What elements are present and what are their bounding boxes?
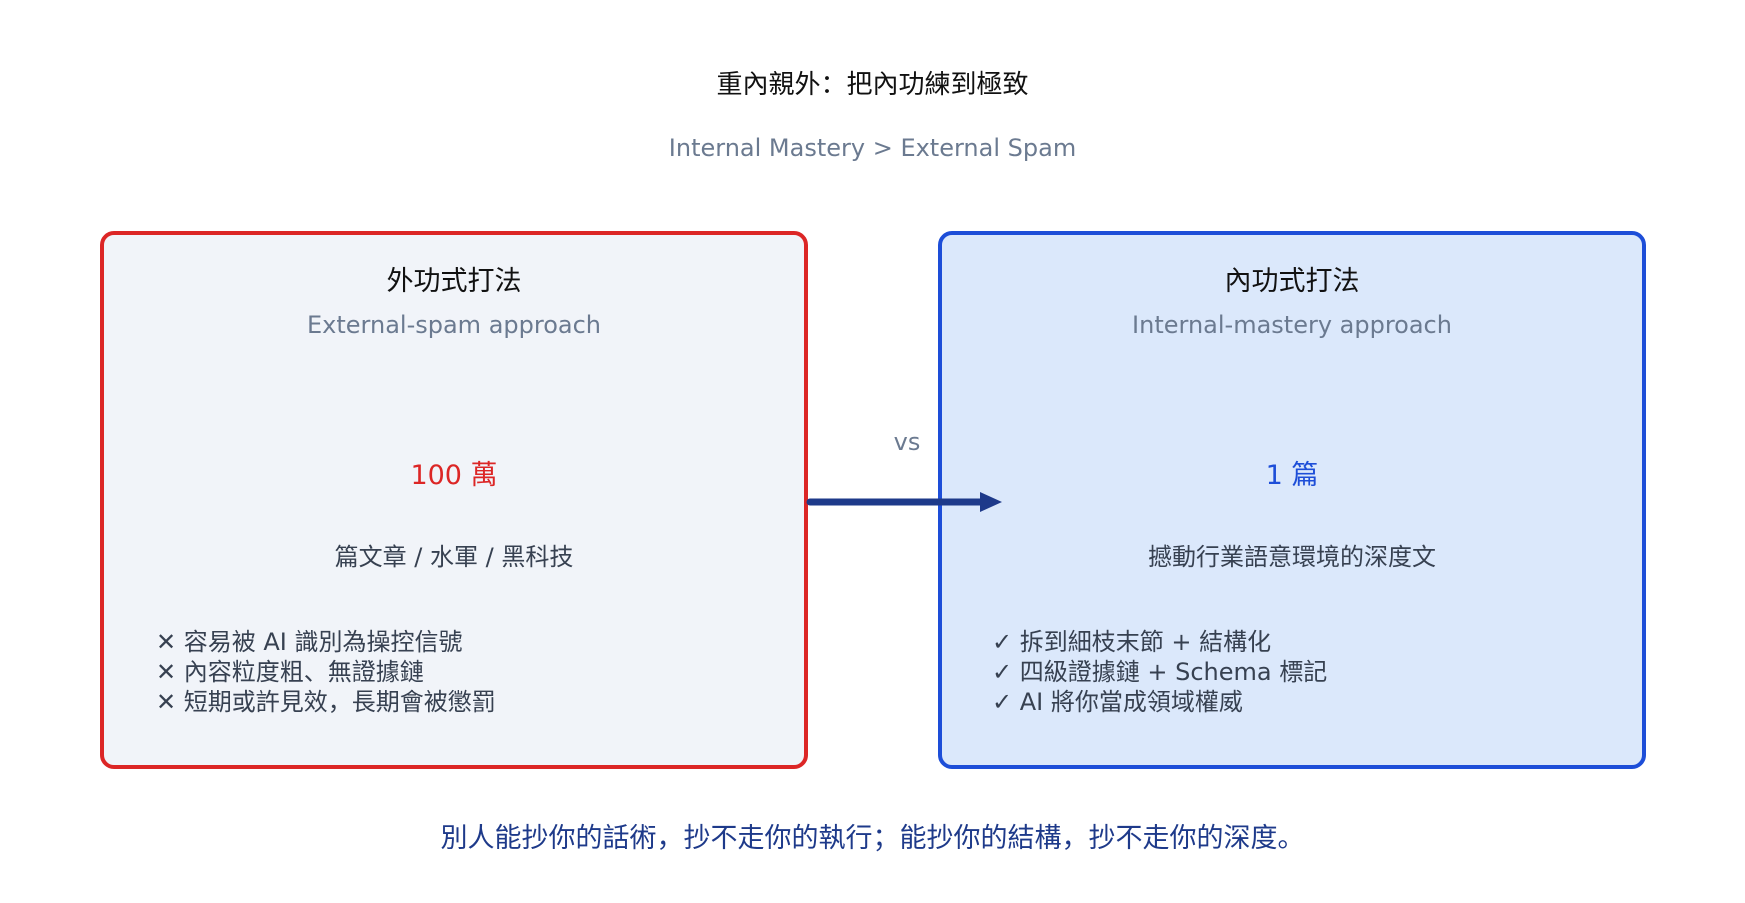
list-item: ✕ 內容粒度粗、無證據鏈 (156, 658, 424, 686)
list-item: ✓ 四級證據鏈 + Schema 標記 (992, 658, 1328, 686)
panel-metric: 100 萬 (410, 460, 498, 491)
diagram-title: 重內親外：把內功練到極致 (716, 70, 1029, 100)
benefits-list: ✓ 拆到細枝末節 + 結構化 ✓ 四級證據鏈 + Schema 標記 ✓ AI … (992, 627, 1327, 717)
panel-title: 內功式打法 (1224, 266, 1360, 297)
external-approach-panel: 外功式打法 External-spam approach 100 萬 篇文章 /… (100, 231, 808, 769)
list-item: ✓ AI 將你當成領域權威 (992, 688, 1243, 716)
panel-description: 篇文章 / 水軍 / 黑科技 (334, 543, 574, 571)
panel-metric: 1 篇 (1265, 460, 1319, 491)
drawbacks-list: ✕ 容易被 AI 識別為操控信號 ✕ 內容粒度粗、無證據鏈 ✕ 短期或許見效，長… (156, 627, 496, 717)
panel-title: 外功式打法 (386, 266, 522, 297)
list-item: ✕ 容易被 AI 識別為操控信號 (156, 628, 463, 656)
panel-subtitle: External-spam approach (307, 311, 601, 339)
panel-subtitle: Internal-mastery approach (1132, 311, 1452, 339)
vs-label: vs (893, 428, 921, 456)
footer-quote: 別人能抄你的話術，抄不走你的執行；能抄你的結構，抄不走你的深度。 (440, 823, 1305, 854)
internal-approach-panel: 內功式打法 Internal-mastery approach 1 篇 撼動行業… (938, 231, 1646, 769)
panel-description: 撼動行業語意環境的深度文 (1148, 543, 1436, 571)
list-item: ✓ 拆到細枝末節 + 結構化 (992, 628, 1272, 656)
diagram-subtitle: Internal Mastery > External Spam (668, 134, 1077, 162)
list-item: ✕ 短期或許見效，長期會被懲罰 (156, 688, 496, 716)
